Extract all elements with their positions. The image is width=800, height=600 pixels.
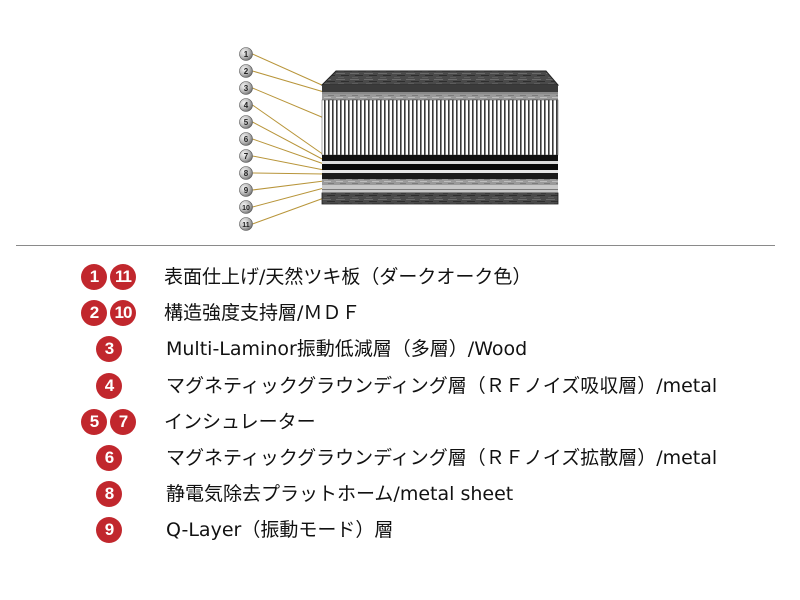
- leader-line-10: [252, 187, 325, 208]
- legend-badges: 4: [96, 372, 125, 399]
- layer-marker-label: 9: [244, 186, 249, 195]
- layer-marker-label: 8: [244, 169, 249, 178]
- layer-number-badge: 5: [81, 408, 107, 435]
- layer-marker-label: 3: [244, 84, 249, 93]
- layer-8-metal-sheet: [322, 173, 558, 179]
- layer-marker-7: 7: [239, 149, 253, 163]
- legend-label: 構造強度支持層/ＭＤＦ: [164, 302, 361, 325]
- layer-9-q-layer: [322, 179, 558, 185]
- layer-marker-8: 8: [239, 166, 253, 180]
- layer-marker-label: 4: [244, 101, 249, 110]
- legend-label: インシュレーター: [164, 410, 316, 433]
- leader-line-5: [252, 121, 325, 161]
- legend-label: マグネティックグラウンディング層（ＲＦノイズ拡散層）/metal: [166, 447, 718, 469]
- layer-6-metal: [322, 164, 558, 170]
- legend-row: 8 静電気除去プラットホーム/metal sheet: [0, 475, 800, 511]
- layer-number-badge: 2: [81, 300, 107, 327]
- layer-number-badge: 8: [96, 481, 122, 508]
- layer-number-badge: 1: [81, 264, 107, 290]
- leader-lines: [252, 53, 325, 225]
- layer-marker-label: 11: [242, 222, 250, 229]
- leader-line-4: [252, 104, 325, 156]
- layer-number-badge: 9: [96, 517, 122, 544]
- legend-label: マグネティックグラウンディング層（ＲＦノイズ吸収層）/metal: [166, 374, 718, 397]
- leader-line-7: [252, 155, 325, 171]
- leader-line-11: [252, 197, 325, 225]
- legend-badges: 3: [96, 336, 125, 363]
- layer-marker-4: 4: [239, 98, 253, 112]
- divider: [16, 245, 775, 246]
- layer-2-mdf: [322, 85, 558, 92]
- layer-marker-6: 6: [239, 132, 253, 146]
- layer-number-badge: 7: [110, 408, 136, 435]
- layer-4-metal: [322, 155, 558, 161]
- layer-stack: [320, 70, 560, 205]
- layer-cross-section-diagram: 1 2 3 4 5 6 7 8 9 10 11: [239, 47, 560, 231]
- layer-marker-label: 1: [244, 50, 249, 59]
- layer-marker-1: 1: [239, 47, 253, 61]
- layer-marker-label: 2: [244, 67, 249, 76]
- layer-11-surface: [321, 192, 559, 205]
- legend-row: 3 Multi-Laminor振動低減層（多層）/Wood: [0, 330, 800, 366]
- leader-line-6: [252, 138, 325, 165]
- legend-badges: 9: [96, 517, 125, 544]
- layer-marker-label: 10: [242, 205, 250, 212]
- layer-marker-3: 3: [239, 81, 253, 95]
- layer-5-insulator: [322, 161, 558, 164]
- layer-marker-9: 9: [239, 183, 253, 197]
- legend-row: 4 マグネティックグラウンディング層（ＲＦノイズ吸収層）/metal: [0, 367, 800, 403]
- leader-line-9: [252, 180, 325, 191]
- layer-marker-5: 5: [239, 115, 253, 129]
- layer-marker-2: 2: [239, 64, 253, 78]
- legend-label: 静電気除去プラットホーム/metal sheet: [166, 483, 514, 506]
- leader-line-2: [252, 70, 325, 93]
- layer-3-laminor: [321, 99, 559, 156]
- layer-number-badge: 11: [110, 264, 136, 290]
- leader-line-1: [252, 53, 325, 87]
- layer-marker-10: 10: [239, 200, 253, 214]
- legend-row: 6 マグネティックグラウンディング層（ＲＦノイズ拡散層）/metal: [0, 439, 800, 475]
- legend-badges: 8: [96, 481, 125, 508]
- layer-marker-11: 11: [239, 217, 253, 231]
- legend-label: 表面仕上げ/天然ツキ板（ダークオーク色）: [164, 266, 532, 288]
- layer-number-markers: 1 2 3 4 5 6 7 8 9 10 11: [239, 47, 253, 231]
- layer-1-surface: [320, 70, 560, 86]
- layer-number-badge: 3: [96, 336, 122, 363]
- legend-row: 9 Q-Layer（振動モード）層: [0, 511, 800, 547]
- layer-7-insulator: [322, 170, 558, 173]
- layer-marker-label: 7: [244, 152, 249, 161]
- layer-number-badge: 4: [96, 372, 122, 399]
- layer-number-badge: 10: [110, 300, 136, 327]
- layer-marker-label: 6: [244, 135, 249, 144]
- legend-badges: 6: [96, 445, 125, 471]
- legend-label: Q-Layer（振動モード）層: [166, 519, 394, 542]
- leader-line-8: [252, 172, 325, 175]
- layer-number-badge: 6: [96, 445, 122, 471]
- leader-line-3: [252, 87, 325, 119]
- layer-marker-label: 5: [244, 118, 249, 127]
- legend-label: Multi-Laminor振動低減層（多層）/Wood: [166, 338, 528, 361]
